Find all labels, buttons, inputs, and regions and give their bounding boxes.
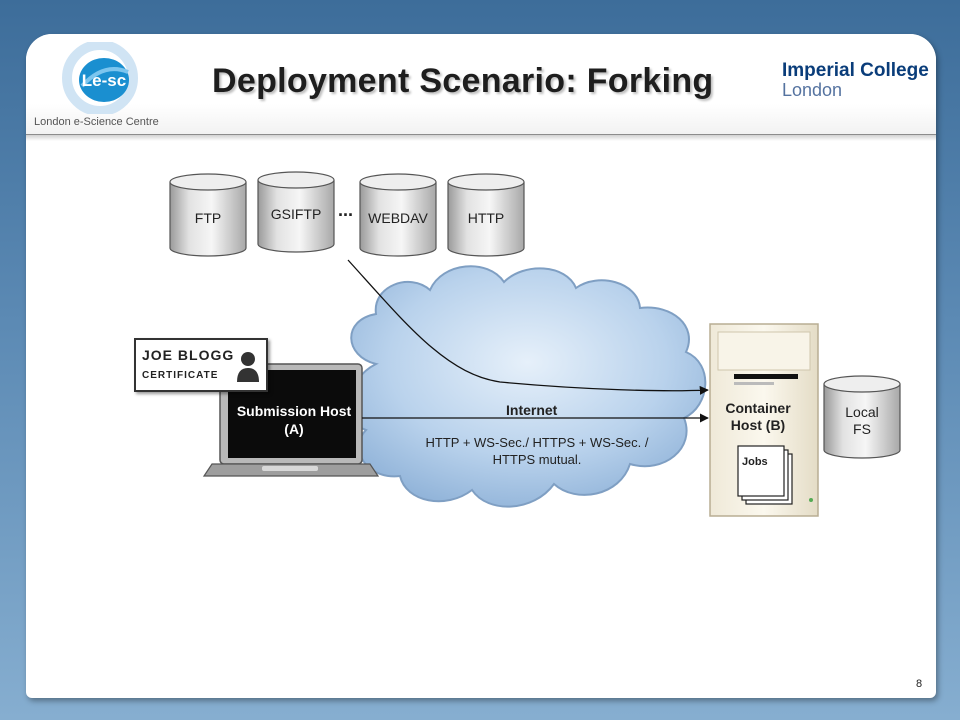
college-name: Imperial College	[782, 60, 929, 81]
submission-host-line1: Submission Host	[236, 403, 352, 419]
gsiftp-storage	[257, 171, 335, 253]
ftp-storage	[169, 173, 247, 257]
local-fs-label: Local FS	[824, 404, 900, 438]
college-city: London	[782, 80, 843, 100]
internet-cloud	[348, 265, 707, 508]
certificate-name: Joe Blogg	[142, 347, 235, 363]
deployment-diagram	[169, 171, 901, 517]
submission-host-line2: (A)	[284, 421, 304, 437]
lesc-logo-text: Le-sc	[82, 71, 126, 90]
container-host-line2: Host (B)	[730, 417, 786, 433]
storage-label-webdav: WEBDAV	[368, 210, 428, 226]
lesc-caption: London e-Science Centre	[34, 116, 159, 128]
webdav-storage	[359, 173, 437, 257]
page-number: 8	[916, 678, 923, 690]
local-fs-storage	[823, 375, 901, 459]
page-title: Deployment Scenario: Forking	[212, 62, 714, 100]
container-host-label: Container Host (B)	[716, 400, 800, 434]
internet-label: Internet	[506, 402, 558, 418]
certificate-card: Joe Blogg Certificate	[134, 338, 268, 392]
header-shadow	[26, 135, 936, 141]
jobs-documents	[737, 445, 793, 505]
ellipsis: ...	[338, 200, 354, 220]
certificate-type: Certificate	[142, 370, 219, 381]
local-fs-line1: Local	[845, 404, 879, 420]
protocol-description: HTTP + WS-Sec./ HTTPS + WS-Sec. / HTTPS …	[425, 435, 649, 467]
jobs-label: Jobs	[742, 456, 768, 468]
local-fs-line2: FS	[853, 421, 871, 437]
storage-to-container-arrow	[347, 259, 709, 395]
slide: Le-sc London e-Science Centre Deployment…	[26, 34, 936, 698]
lesc-logo: Le-sc	[62, 42, 138, 114]
storage-label-gsiftp: GSIFTP	[270, 206, 322, 222]
storage-label-ftp: FTP	[194, 210, 222, 226]
container-host-line1: Container	[725, 400, 791, 416]
person-icon	[237, 352, 259, 382]
submission-host-label: Submission Host (A)	[228, 402, 360, 438]
http-storage	[447, 173, 525, 257]
storage-label-http: HTTP	[467, 210, 505, 226]
slide-header: Le-sc London e-Science Centre Deployment…	[26, 34, 936, 135]
